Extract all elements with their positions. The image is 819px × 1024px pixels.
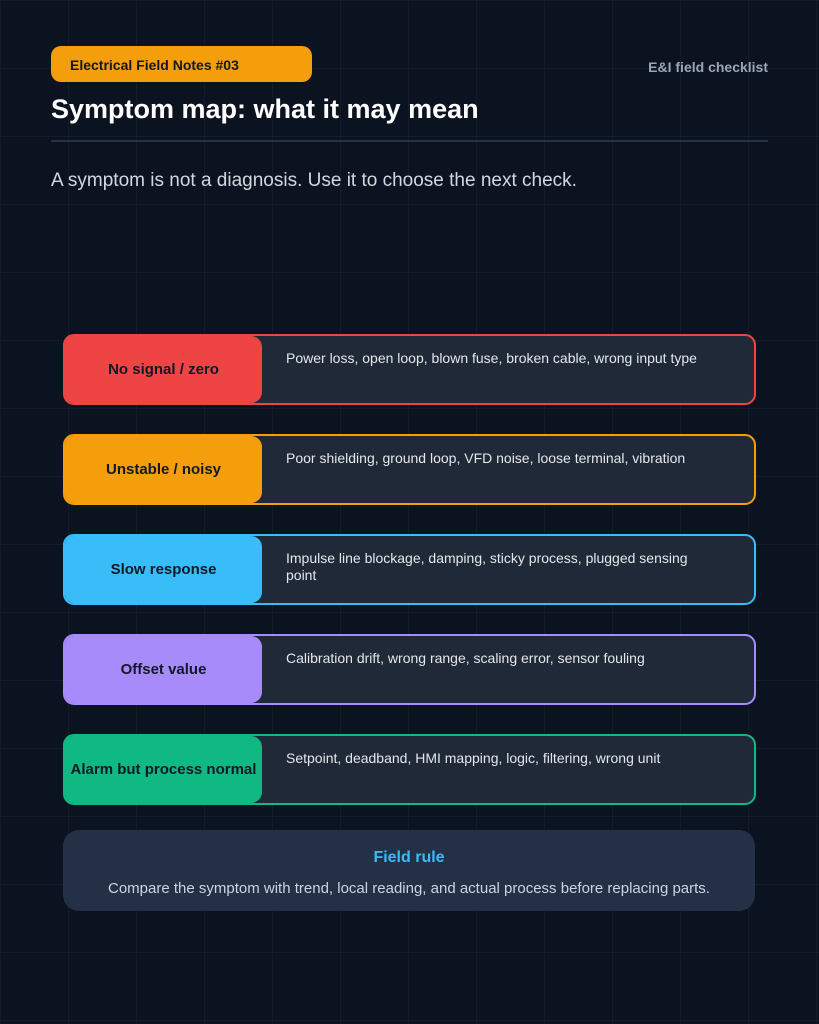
symptom-causes: Impulse line blockage, damping, sticky p… — [286, 550, 688, 583]
series-badge: Electrical Field Notes #03 — [51, 46, 312, 82]
title-divider — [51, 140, 768, 142]
symptom-causes: Poor shielding, ground loop, VFD noise, … — [286, 450, 686, 466]
symptom-causes: Power loss, open loop, blown fuse, broke… — [286, 350, 697, 366]
symptom-row-offset: Offset value Calibration drift, wrong ra… — [63, 634, 756, 705]
symptom-row-slow-response: Slow response Impulse line blockage, dam… — [63, 534, 756, 605]
symptom-row-unstable: Unstable / noisy Poor shielding, ground … — [63, 434, 756, 505]
symptom-causes: Setpoint, deadband, HMI mapping, logic, … — [286, 750, 661, 766]
symptom-label: Unstable / noisy — [65, 436, 262, 503]
symptom-row-alarm: Alarm but process normal Setpoint, deadb… — [63, 734, 756, 805]
symptom-causes: Calibration drift, wrong range, scaling … — [286, 650, 645, 666]
field-rule-box: Field rule Compare the symptom with tren… — [63, 830, 755, 911]
symptom-row-no-signal: No signal / zero Power loss, open loop, … — [63, 334, 756, 405]
page-title: Symptom map: what it may mean — [51, 94, 479, 124]
field-rule-title: Field rule — [373, 849, 445, 866]
symptom-label: Alarm but process normal — [65, 736, 262, 803]
symptom-label: No signal / zero — [65, 336, 262, 403]
checklist-label: E&I field checklist — [648, 59, 768, 75]
field-rule-text: Compare the symptom with trend, local re… — [108, 880, 710, 897]
page-subtitle: A symptom is not a diagnosis. Use it to … — [51, 170, 577, 191]
symptom-label: Offset value — [65, 636, 262, 703]
symptom-label: Slow response — [65, 536, 262, 603]
